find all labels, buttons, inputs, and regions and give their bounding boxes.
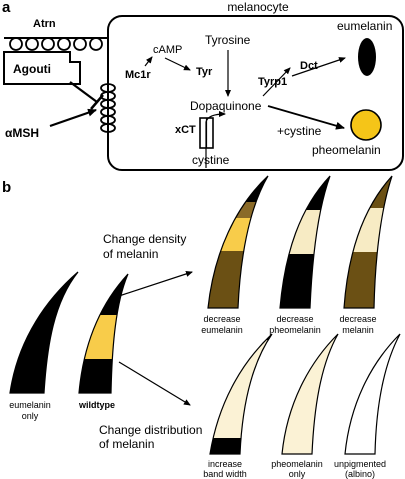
hair-unpigmented [344, 333, 401, 455]
panel-a: a melanocyte Atrn Agouti [2, 0, 404, 171]
to-eumelanin-arrow [291, 57, 346, 77]
panel-a-label: a [2, 0, 11, 16]
hair-increase-band-width [210, 334, 272, 454]
cystine-label: cystine [192, 153, 230, 167]
arrow-to-distribution [118, 361, 191, 406]
tyr-label: Tyr [196, 66, 213, 78]
density-heading-line1: Change density [103, 232, 186, 246]
dopaquinone-to-dct-arrow [262, 67, 291, 97]
mc1r-to-tyr-arrow [164, 57, 191, 71]
amsh-arrow [49, 108, 97, 128]
panel-b: b Change density of melanin Change distr… [2, 175, 401, 479]
mc1r-receptor [100, 83, 116, 133]
plus-cystine-label: +cystine [277, 124, 322, 138]
agouti-label: Agouti [13, 62, 51, 76]
eumelanin-granule [358, 38, 376, 76]
distribution-heading-line1: Change distribution [99, 423, 202, 437]
decrease-eumelanin-line1: decrease [203, 314, 240, 324]
pheomelanin-granule [350, 109, 382, 141]
melanocyte-label: melanocyte [227, 0, 289, 14]
to-pheomelanin-arrow [267, 105, 345, 130]
pheomelanin-only-line2: only [289, 469, 306, 479]
hair-pheomelanin-only [281, 333, 339, 455]
decrease-pheomelanin-line1: decrease [276, 314, 313, 324]
decrease-pheomelanin-line2: pheomelanin [269, 325, 321, 335]
panel-b-label: b [2, 179, 11, 196]
pheomelanin-label: pheomelanin [312, 143, 381, 157]
wildtype-label: wildtype [78, 400, 115, 410]
increase-band-width-line2: band width [203, 469, 247, 479]
decrease-eumelanin-line2: eumelanin [201, 325, 243, 335]
hair-decrease-pheomelanin [280, 176, 330, 308]
unpigmented-line1: unpigmented [334, 459, 386, 469]
hair-decrease-eumelanin [208, 176, 268, 308]
tyrosine-label: Tyrosine [205, 33, 251, 47]
eumelanin-label: eumelanin [337, 19, 392, 33]
density-heading-line2: of melanin [103, 247, 158, 261]
decrease-melanin-line1: decrease [339, 314, 376, 324]
camp-label: cAMP [153, 44, 182, 56]
cystine-import-arrow [205, 111, 226, 168]
arrow-to-density [118, 271, 193, 297]
agouti-inhibition-line [69, 81, 98, 103]
agouti-box [3, 51, 81, 85]
mc1r-label: Mc1r [125, 69, 151, 81]
atrn-loops [9, 37, 103, 51]
amsh-label: αMSH [5, 126, 39, 140]
atrn-label: Atrn [33, 18, 56, 30]
xct-label: xCT [175, 124, 196, 136]
decrease-melanin-line2: melanin [342, 325, 374, 335]
eumelanin-only-line2: only [22, 411, 39, 421]
eumelanin-only-line1: eumelanin [9, 400, 51, 410]
unpigmented-line2: (albino) [345, 469, 375, 479]
mc1r-to-camp-arrow [144, 56, 153, 67]
pheomelanin-only-line1: pheomelanin [271, 459, 323, 469]
distribution-heading-line2: of melanin [99, 437, 154, 451]
increase-band-width-line1: increase [208, 459, 242, 469]
melanocyte-cell [107, 15, 404, 171]
dopaquinone-label: Dopaquinone [190, 99, 262, 113]
